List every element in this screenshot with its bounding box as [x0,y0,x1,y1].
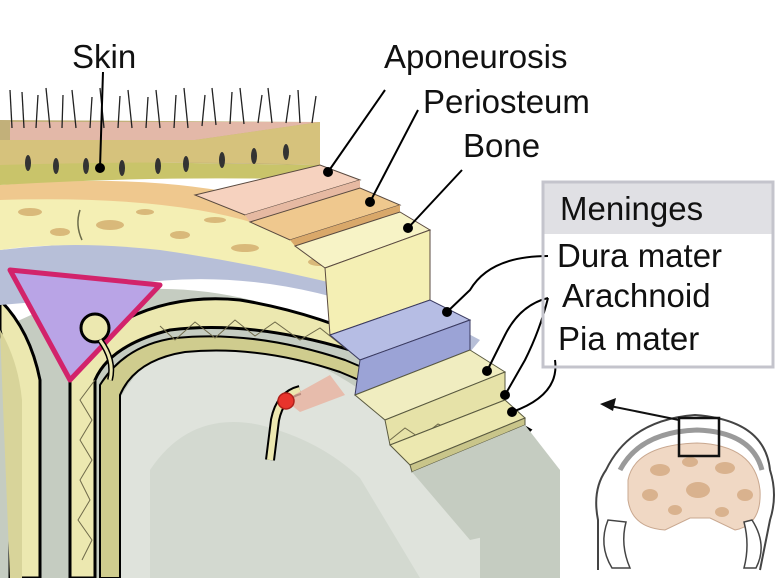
leader-bone [408,170,462,228]
label-bone: Bone [463,127,540,164]
inset-zoom-arrow [605,405,679,420]
leader-periosteum [370,110,418,202]
label-skin: Skin [72,38,136,75]
label-arachnoid: Arachnoid [562,277,711,314]
blood-vessel-dot [278,393,294,409]
inset-zoom-arrowhead [600,398,616,411]
leader-arachnoid [487,298,548,371]
label-aponeurosis: Aponeurosis [384,38,567,75]
label-pia-mater: Pia mater [558,320,699,357]
leader-aponeurosis [328,90,385,172]
label-meninges: Meninges [560,190,703,227]
inset-head-section [596,398,774,570]
label-periosteum: Periosteum [423,83,590,120]
label-dura-mater: Dura mater [557,237,722,274]
arachnoid-granulation [81,314,109,342]
